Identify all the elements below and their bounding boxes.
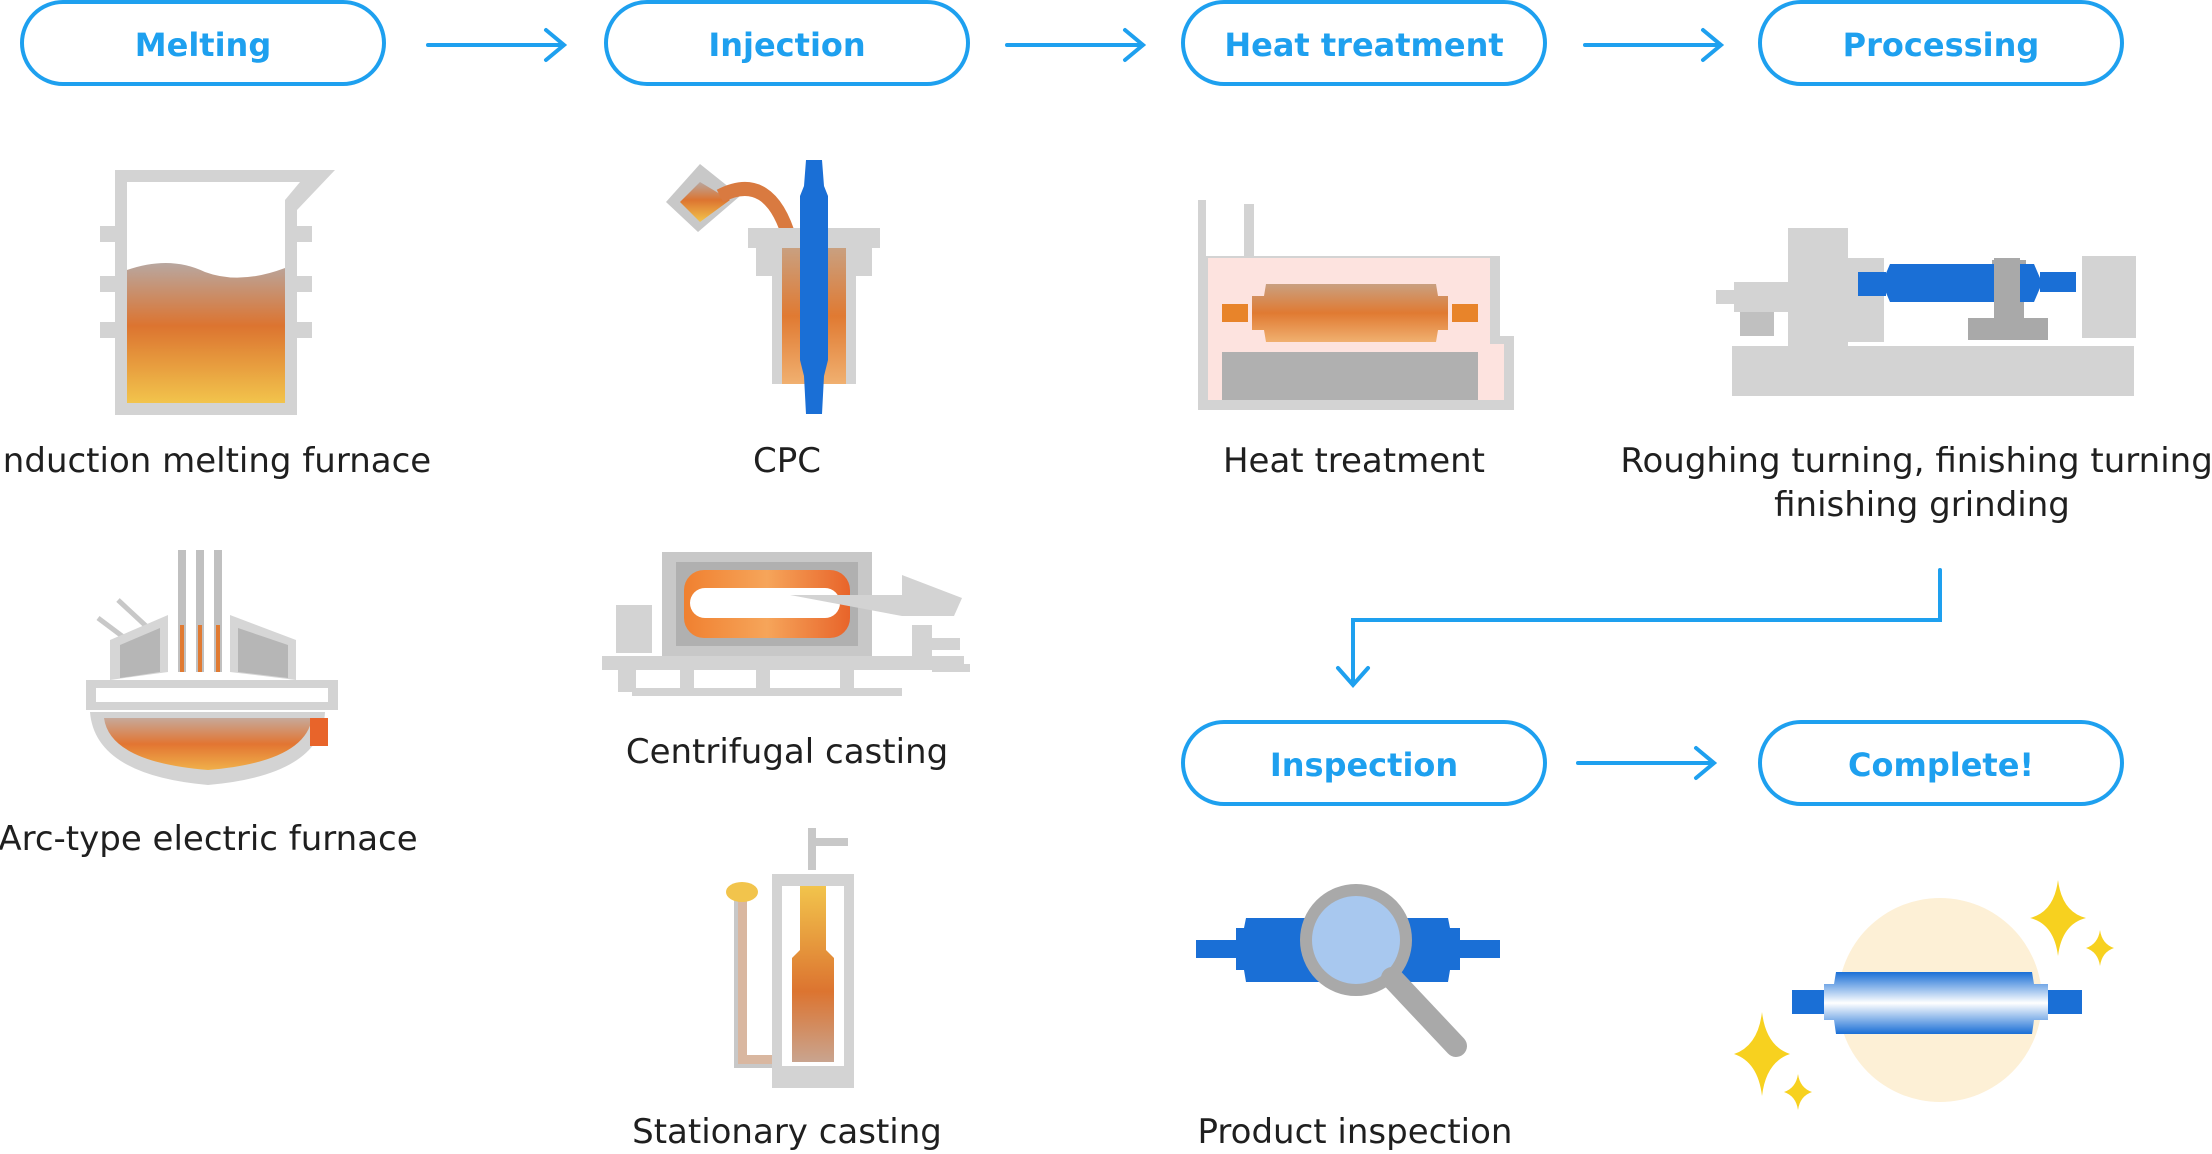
sparkle-icon <box>1734 880 2114 1110</box>
label-processing-line2: finishing grinding <box>1774 485 2070 525</box>
stage-injection: Injection <box>604 0 970 86</box>
arrow-right-icon <box>1576 746 1718 780</box>
label-heat-treatment: Heat treatment <box>1223 441 1485 481</box>
arc-furnace-icon <box>86 550 338 785</box>
label-cpc: CPC <box>753 441 821 481</box>
stage-heat-treatment: Heat treatment <box>1181 0 1547 86</box>
stage-melting: Melting <box>20 0 386 86</box>
stage-processing: Processing <box>1758 0 2124 86</box>
label-induction-furnace: Induction melting furnace <box>0 441 431 481</box>
complete-icon <box>1792 898 2082 1102</box>
label-arc-furnace: Arc-type electric furnace <box>0 819 418 859</box>
arrow-right-icon <box>1005 28 1147 62</box>
label-centrifugal-casting: Centrifugal casting <box>626 732 948 772</box>
stage-processing-label: Processing <box>1843 26 2040 64</box>
stage-complete-label: Complete! <box>1848 746 2034 784</box>
arrow-right-icon <box>426 28 568 62</box>
stage-complete: Complete! <box>1758 720 2124 806</box>
stage-inspection-label: Inspection <box>1270 746 1458 784</box>
induction-furnace-icon <box>100 170 335 415</box>
stage-heat-treatment-label: Heat treatment <box>1224 26 1503 64</box>
stationary-casting-icon <box>726 828 854 1088</box>
stage-melting-label: Melting <box>135 26 271 64</box>
stage-injection-label: Injection <box>708 26 865 64</box>
arrow-right-icon <box>1583 28 1725 62</box>
cpc-icon <box>666 160 880 414</box>
inspection-icon <box>1196 884 1500 1057</box>
label-processing-line1: Roughing turning, finishing turning, <box>1620 441 2212 481</box>
label-stationary-casting: Stationary casting <box>632 1112 942 1152</box>
arrow-down-icon <box>1336 568 1942 689</box>
heat-treatment-icon <box>1198 200 1514 410</box>
centrifugal-casting-icon <box>602 552 970 696</box>
processing-lathe-icon <box>1716 228 2136 396</box>
label-product-inspection: Product inspection <box>1198 1112 1513 1152</box>
stage-inspection: Inspection <box>1181 720 1547 806</box>
